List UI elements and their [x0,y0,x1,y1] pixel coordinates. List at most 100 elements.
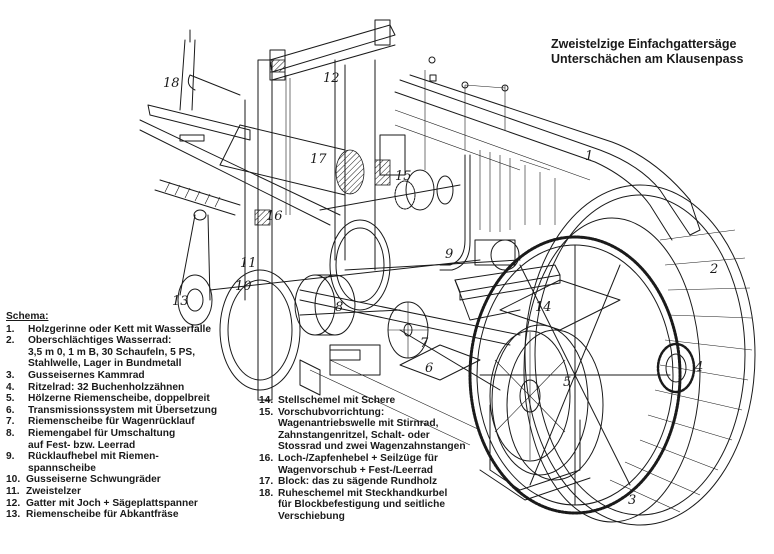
legend-item-text: Block: das zu sägende Rundholz [278,476,437,488]
cast-iron-gear-wheel [468,235,682,515]
legend-item: 17. Block: das zu sägende Rundholz [259,476,519,488]
callout-9: 9 [445,247,453,262]
title-line-1: Zweistelzige Einfachgattersäge [551,37,737,51]
carriage-return-pulley [387,301,429,359]
wooden-belt-pulley [479,324,604,501]
legend-heading: Schema: [6,311,49,322]
foundation-blocks [299,279,621,396]
legend-item-number: 16. [259,452,274,464]
legend-item-text: Stellschemel mit Schere [278,395,395,407]
legend-item-number: 7. [6,416,15,428]
legend-item-number: 8. [6,427,15,439]
lever-and-cables [285,56,509,215]
title-line-2: Unterschächen am Klausenpass [551,52,744,66]
flywheels [209,219,481,391]
legend-item-line: Vorschubvorrichtung: [278,406,385,418]
legend-item-line: Gatter mit Joch + Sägeplattspanner [26,497,198,509]
legend-item-line: Verschiebung [278,510,345,522]
legend-item-line: Gusseiserne Schwungräder [26,474,161,486]
callout-5: 5 [563,375,571,390]
legend-item-text: Gusseisernes Kammrad [28,370,145,382]
feed-device [319,169,461,211]
legend-item-line: Zweistelzer [26,485,81,497]
water-wheel [523,184,756,526]
legend-item-line: Wagenvorschub + Fest-/Leerrad [278,464,434,476]
legend-item-number: 18. [259,487,274,499]
legend-item: 6. Transmissionssystem mit Übersetzung [6,405,256,417]
legend-item-line: Zahnstangenritzel, Schalt- oder [278,429,430,441]
legend-item: 11. Zweistelzer [6,486,256,498]
callout-8: 8 [335,300,343,315]
legend-item-number: 11. [6,485,20,497]
legend-item: 9.Rücklaufhebel mit Riemen-spannscheibe [6,451,256,474]
legend-item-number: 17. [259,476,274,488]
legend-item-line: Hölzerne Riemenscheibe, doppelbreit [28,393,210,405]
legend-item-text: Ritzelrad: 32 Buchenholzzähnen [28,382,184,394]
callout-14: 14 [535,300,552,315]
legend-item-number: 10. [6,474,21,486]
belt-fork [294,274,401,361]
legend-item-line: Riemenscheibe für Wagenrücklauf [28,416,195,428]
legend-item: 15.Vorschubvorrichtung:Wagenantriebswell… [259,407,519,453]
legend-item: 7. Riemenscheibe für Wagenrücklauf [6,416,256,428]
return-lever [439,154,471,271]
legend-item-line: 3,5 m 0, 1 m B, 30 Schaufeln, 5 PS, [28,346,196,358]
legend-item-line: Ruheschemel mit Steckhandkurbel [278,487,448,499]
legend-item-number: 4. [6,381,15,393]
callout-4: 4 [694,360,703,375]
legend-item-line: Riemenscheibe für Abkantfräse [26,509,179,521]
legend-item-text: Transmissionssystem mit Übersetzung [28,405,217,417]
legend-item-text: Gatter mit Joch + Sägeplattspanner [26,498,198,510]
legend-item-number: 14. [259,395,274,406]
legend-item-text: Riemenscheibe für Abkantfräse [26,509,178,521]
legend-item: 12. Gatter mit Joch + Sägeplattspanner [6,498,256,510]
callout-10: 10 [235,279,252,294]
legend-left-column: Schema: 1. Holzgerinne oder Kett mit Wass… [6,311,256,521]
pinion-gear [656,342,696,394]
callout-16: 16 [266,209,283,224]
legend-item-number: 5. [6,393,15,405]
legend-item-text: Gusseiserne Schwungräder [26,474,161,486]
legend-item-number: 6. [6,404,15,416]
legend-item-line: Loch-/Zapfenhebel + Seilzüge für [278,452,438,464]
legend-item-line: Ritzelrad: 32 Buchenholzzähnen [28,381,185,393]
legend-item-number: 9. [6,451,15,463]
legend-item-line: Holzgerinne oder Kett mit Wasserfalle [28,323,212,335]
callout-1: 1 [585,149,593,164]
legend-item-line: Oberschlächtiges Wasserrad: [28,335,172,347]
legend-item-line: Transmissionssystem mit Übersetzung [28,404,218,416]
adjustable-bench [454,239,561,321]
callout-11: 11 [240,256,257,271]
callout-12: 12 [323,71,340,86]
legend-item-text: Holzgerinne oder Kett mit Wasserfalle [28,324,211,336]
legend-item: 1. Holzgerinne oder Kett mit Wasserfalle [6,324,256,336]
log [219,124,391,226]
callout-18: 18 [163,76,180,91]
saw-gate-with-yoke [269,19,396,81]
diagram-title: Zweistelzige Einfachgattersäge Unterschä… [551,37,743,67]
legend-item-number: 12. [6,497,21,509]
legend-item-line: spannscheibe [28,462,96,474]
legend-item-line: für Blockbefestigung und seitliche [278,499,445,511]
callout-13: 13 [172,294,189,309]
legend-item-text: Zweistelzer [26,486,81,498]
legend-item: 13.Riemenscheibe für Abkantfräse [6,509,256,521]
legend-item-text: Hölzerne Riemenscheibe, doppelbreit [28,393,210,405]
legend-item: 2. Oberschlächtiges Wasserrad:3,5 m 0, 1 … [6,335,256,370]
legend-item-line: Riemengabel für Umschaltung [28,427,176,439]
callout-3: 3 [628,493,636,508]
legend-item-number: 2. [6,335,15,347]
callout-2: 2 [709,262,718,277]
callout-17: 17 [310,152,327,167]
legend-item-number: 1. [6,323,15,335]
legend-item-line: Gusseisernes Kammrad [28,369,145,381]
legend-item-text: Oberschlächtiges Wasserrad:3,5 m 0, 1 m … [28,335,195,370]
